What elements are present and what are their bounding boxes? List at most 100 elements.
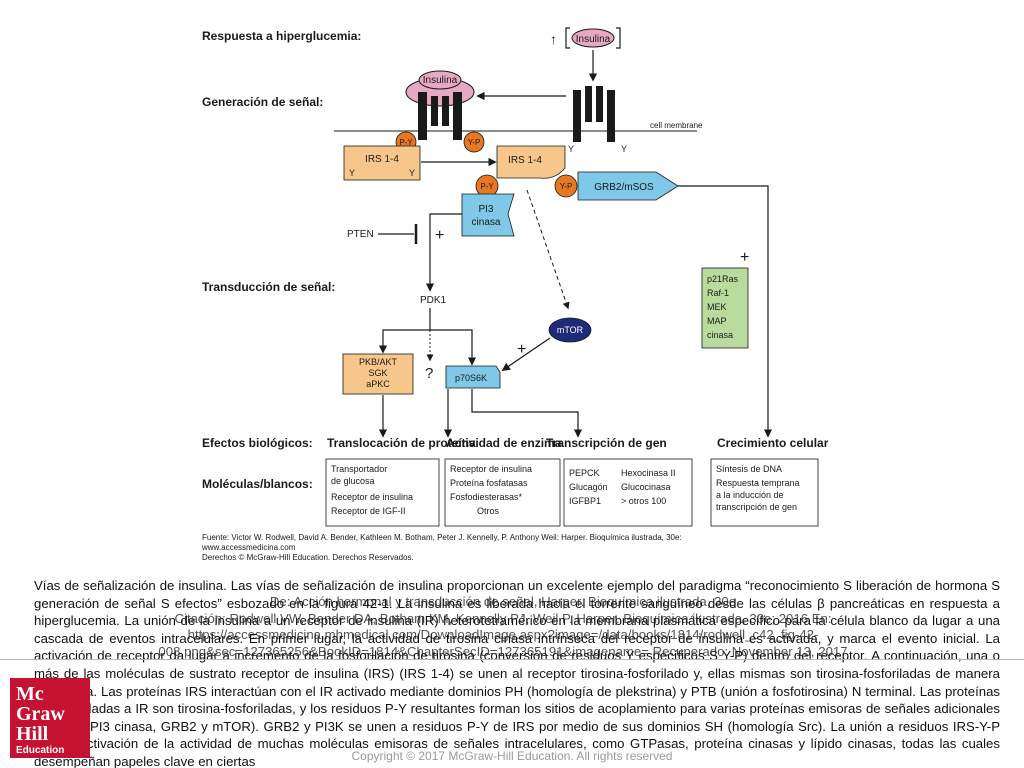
target-growth-1: Síntesis de DNA bbox=[716, 464, 782, 474]
effect-translocation: Translocación de proteína bbox=[327, 436, 476, 450]
heading-molecules: Moléculas/blancos: bbox=[202, 477, 313, 491]
receptor-right-bar-2 bbox=[585, 86, 592, 122]
heading-response: Respuesta a hiperglucemia: bbox=[202, 29, 361, 43]
p70-label: p70S6K bbox=[455, 373, 487, 383]
target-translocation-1: Transportador bbox=[331, 464, 387, 474]
grb2-label: GRB2/mSOS bbox=[594, 182, 654, 193]
receptor-left-bar-2 bbox=[431, 96, 438, 126]
pkb-line-3: aPKC bbox=[366, 379, 390, 389]
pi3-to-pdk1-line bbox=[425, 213, 462, 292]
effect-enzyme: Actividad de enzima bbox=[446, 436, 562, 450]
pdk1-label: PDK1 bbox=[420, 295, 447, 306]
targets-translocation-box bbox=[325, 458, 440, 527]
figure-source-line-2: www.accessmedicina.com bbox=[201, 543, 296, 552]
citation-block: De: Acción hormonal y transducción de se… bbox=[88, 594, 918, 764]
pdk1-to-pkb-line bbox=[378, 308, 431, 354]
pkb-line-1: PKB/AKT bbox=[359, 357, 398, 367]
citation-line-3[interactable]: https://accessmedicina.mhmedical.com/Dow… bbox=[187, 627, 819, 642]
target-growth-4: transcripción de gen bbox=[716, 502, 797, 512]
receptor-left-bar-1 bbox=[418, 92, 427, 140]
target-transcription-l2: Glucagón bbox=[569, 482, 608, 492]
target-enzyme-2: Proteína fosfatasas bbox=[450, 478, 528, 488]
irs-right-label: IRS 1-4 bbox=[508, 155, 542, 166]
pten-label: PTEN bbox=[347, 229, 374, 240]
receptor-right-bar-3 bbox=[596, 86, 603, 122]
p70-box bbox=[445, 365, 501, 389]
irs-yp-label: Y-P bbox=[560, 182, 573, 191]
receptor-right-y-right: Y bbox=[621, 144, 627, 154]
mcgraw-hill-logo-mark: Mc Graw Hill Education bbox=[16, 683, 65, 756]
ras-line-3: MEK bbox=[707, 302, 727, 312]
mtor-to-p70-arrow bbox=[501, 337, 551, 371]
target-transcription-l1: PEPCK bbox=[569, 468, 600, 478]
citation-line-2: Citación: Rodwell VW, Bender DA, Botham … bbox=[174, 610, 832, 626]
pkb-box bbox=[342, 353, 414, 395]
mtor-plus-sign: + bbox=[517, 341, 526, 358]
receptor-left-bar-3 bbox=[442, 96, 449, 126]
divider-line bbox=[0, 659, 1024, 660]
grb2-shape bbox=[577, 171, 679, 201]
irs-yp-circle bbox=[554, 174, 578, 198]
receptor-py-label: P-Y bbox=[399, 138, 413, 147]
p70-to-transcription-arrow bbox=[471, 389, 583, 438]
target-enzyme-1: Receptor de insulina bbox=[450, 464, 532, 474]
citation-line-1: De: Acción hormonal y transducción de se… bbox=[269, 594, 737, 609]
irs-left-y1: Y bbox=[349, 168, 355, 178]
question-mark: ? bbox=[425, 365, 433, 382]
bracket-right bbox=[616, 27, 621, 49]
mtor-oval bbox=[548, 317, 592, 343]
irs-right-box bbox=[496, 145, 566, 179]
irs-left-y2: Y bbox=[409, 168, 415, 178]
target-growth-3: a la inducción de bbox=[716, 490, 784, 500]
heading-transduction: Transducción de señal: bbox=[202, 280, 335, 294]
target-enzyme-3: Fosfodiesterasas* bbox=[450, 492, 523, 502]
figure-source-line-3: Derechos © McGraw-Hill Education. Derech… bbox=[202, 553, 414, 562]
pten-plus-sign: + bbox=[435, 227, 444, 244]
targets-enzyme-box bbox=[444, 458, 561, 527]
grb2-to-growth-line bbox=[678, 185, 773, 438]
target-transcription-r2: Glucocinasa bbox=[621, 482, 671, 492]
copyright-notice: Copyright © 2017 McGraw-Hill Education. … bbox=[351, 749, 673, 763]
target-transcription-r1: Hexocinasa II bbox=[621, 468, 676, 478]
pdk1-to-p70-line bbox=[430, 329, 477, 366]
targets-growth-box bbox=[710, 458, 819, 527]
receptor-right-bar-1 bbox=[573, 90, 581, 142]
target-transcription-l3: IGFBP1 bbox=[569, 496, 601, 506]
ras-box bbox=[701, 267, 749, 349]
bound-insulin-blob bbox=[418, 70, 462, 90]
ras-plus-sign: + bbox=[740, 249, 749, 266]
svg-text:Graw: Graw bbox=[16, 703, 65, 725]
effect-transcription: Transcripción de gen bbox=[546, 436, 667, 450]
svg-text:Hill: Hill bbox=[16, 723, 49, 745]
receptor-yp-circle bbox=[463, 131, 485, 153]
targets-transcription-box bbox=[563, 458, 693, 527]
target-translocation-3: Receptor de insulina bbox=[331, 492, 413, 502]
target-translocation-2: de glucosa bbox=[331, 476, 375, 486]
cell-membrane-label: cell membrane bbox=[650, 121, 703, 130]
irs-left-box bbox=[343, 145, 421, 181]
pkb-line-2: SGK bbox=[368, 368, 387, 378]
receptor-right-bar-4 bbox=[607, 90, 615, 142]
target-enzyme-4: Otros bbox=[477, 506, 500, 516]
ras-line-2: Raf-1 bbox=[707, 288, 729, 298]
receptor-yp-label: Y-P bbox=[468, 138, 481, 147]
heading-effects: Efectos biológicos: bbox=[202, 436, 313, 450]
pi3-line1: PI3 bbox=[478, 204, 493, 215]
target-transcription-r3: > otros 100 bbox=[621, 496, 666, 506]
target-growth-2: Respuesta temprana bbox=[716, 478, 800, 488]
up-arrow-symbol: ↑ bbox=[550, 31, 557, 47]
irs-py-label: P-Y bbox=[480, 182, 494, 191]
svg-text:Education: Education bbox=[16, 745, 64, 756]
receptor-left-bar-4 bbox=[453, 92, 462, 140]
heading-generation: Generación de señal: bbox=[202, 95, 323, 109]
ras-line-1: p21Ras bbox=[707, 274, 739, 284]
mtor-label: mTOR bbox=[557, 325, 584, 335]
figure-caption: Vías de señalización de insulina. Las ví… bbox=[34, 578, 1000, 768]
pi3-shape bbox=[461, 193, 515, 237]
citation-line-4[interactable]: 008.png&sec=127365256&BookID=1814&Chapte… bbox=[158, 643, 848, 659]
irs-left-label: IRS 1-4 bbox=[365, 154, 399, 165]
bracket-left bbox=[565, 27, 570, 49]
bound-insulin-label: Insulina bbox=[423, 75, 458, 86]
figure-source-line-1: Fuente: Victor W. Rodwell, David A. Bend… bbox=[202, 533, 682, 542]
